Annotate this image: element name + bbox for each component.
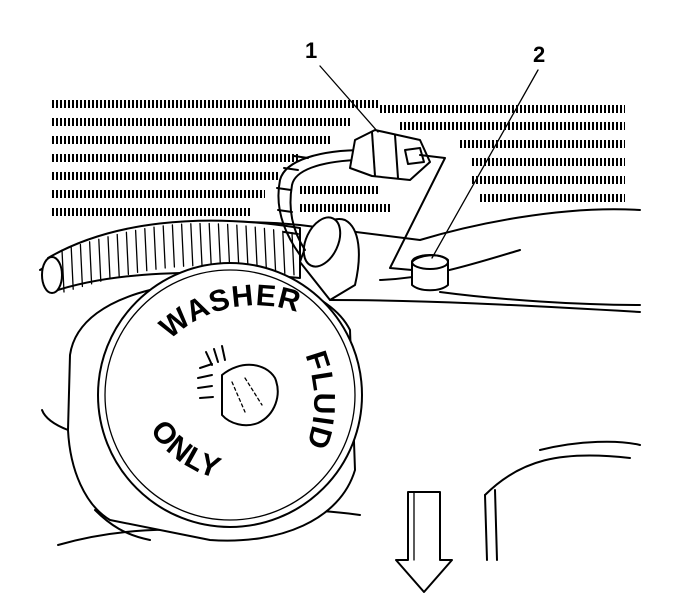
hose-rib	[190, 223, 194, 267]
hose-rib	[180, 223, 185, 267]
harness-tie	[277, 209, 293, 213]
wiring-harness	[276, 149, 366, 256]
grille-hatch-row	[50, 118, 350, 126]
grille-hatch-row	[480, 194, 625, 202]
grille-hatch-row	[50, 154, 300, 162]
callout-1: 1	[305, 38, 379, 133]
grille-hatch-row	[50, 208, 250, 216]
hose-rib	[79, 243, 84, 288]
hose-rib	[263, 227, 268, 272]
hose-rib	[134, 229, 139, 274]
hose-rib	[125, 231, 130, 275]
grille-hatch-row	[50, 190, 265, 198]
windshield-washer-icon	[197, 345, 279, 427]
hose-rib	[107, 236, 111, 280]
hose-rib	[116, 233, 120, 278]
grille-hatch-row	[50, 136, 330, 144]
hose-rib	[245, 225, 249, 269]
hose-rib	[61, 249, 65, 293]
grille-hatch-row	[460, 140, 625, 148]
grille-hatch-row	[50, 100, 380, 108]
connector-bracket	[389, 154, 446, 271]
harness-tie	[293, 155, 309, 159]
grille-hatch-row	[50, 172, 280, 180]
hose-rib	[98, 238, 102, 282]
hose-rib	[199, 222, 203, 267]
filler-neck	[299, 216, 360, 301]
hose-rib	[144, 228, 148, 272]
hose-rib	[291, 232, 295, 276]
hose-rib	[272, 229, 277, 273]
hose-rib	[217, 223, 222, 267]
grille-hatch-row	[300, 204, 390, 212]
grille-hatch-row	[400, 122, 625, 130]
corrugated-hose	[41, 219, 301, 294]
hose-rib	[254, 226, 258, 270]
hose-rib	[70, 246, 74, 290]
hose-rib	[162, 225, 166, 269]
callout-2-label: 2	[533, 42, 545, 67]
grille-hatch-row	[470, 176, 625, 184]
down-arrow-icon	[395, 491, 453, 593]
hose-rib	[236, 224, 240, 268]
radiator-grille	[50, 100, 625, 216]
callout-2: 2	[431, 42, 545, 259]
washer-fluid-cap: WASHER FLUID ONLY	[97, 262, 363, 528]
grille-hatch-row	[380, 105, 625, 113]
hose-rib	[226, 223, 231, 268]
hose-rib	[282, 230, 286, 274]
callout-1-label: 1	[305, 38, 317, 63]
harness-tie	[283, 231, 299, 235]
electrical-connector	[349, 129, 431, 181]
hose-rib	[171, 224, 176, 268]
harness-tie	[283, 167, 299, 171]
hose-rib	[153, 226, 157, 270]
hose-rib	[88, 241, 93, 285]
hose-rib	[208, 222, 212, 267]
harness-tie	[276, 187, 292, 191]
washer-fluid-level-sensor	[411, 254, 449, 292]
grille-hatch-row	[470, 158, 625, 166]
grille-hatch-row	[300, 186, 380, 194]
